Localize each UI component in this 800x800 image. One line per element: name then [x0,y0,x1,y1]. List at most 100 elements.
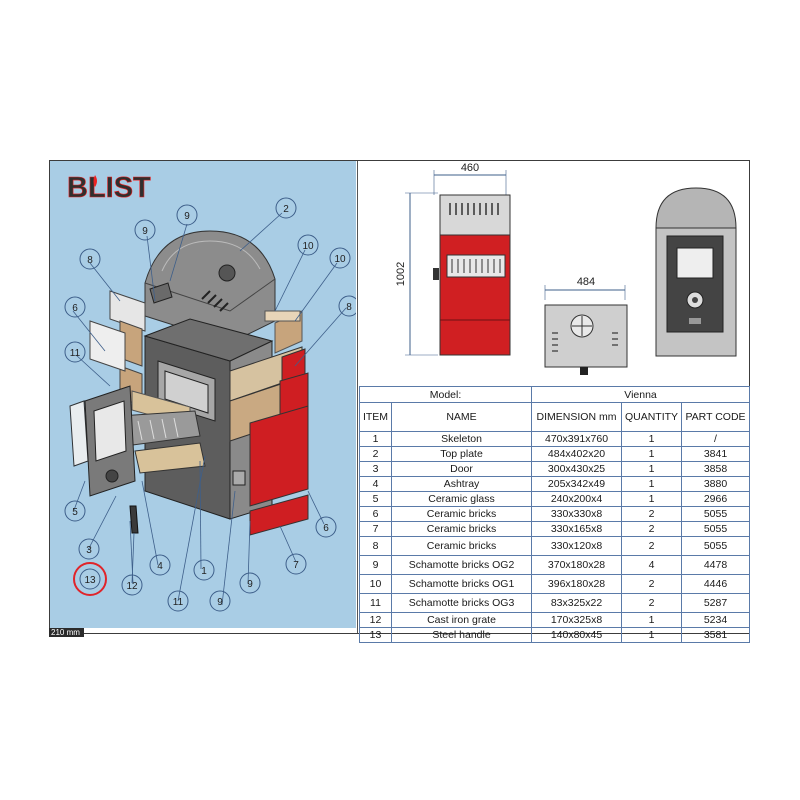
svg-text:7: 7 [293,560,299,571]
cell-name: Skeleton [390,431,533,447]
svg-text:6: 6 [72,303,78,314]
cell-item: 12 [359,612,392,628]
callout: 10 [297,234,319,256]
svg-text:12: 12 [126,581,138,592]
callout: 9 [209,590,231,612]
cell-quantity: 1 [621,476,683,492]
svg-text:5: 5 [72,507,78,518]
header-dimension: DIMENSION mm [531,402,623,432]
cell-item: 8 [359,536,392,556]
callout: 4 [149,554,171,576]
cell-part-code: 3858 [681,461,751,477]
cell-name: Schamotte bricks OG1 [390,574,533,594]
cell-dimension: 330x165x8 [531,521,623,537]
cell-part-code: 3880 [681,476,751,492]
callout: 6 [315,516,337,538]
cell-item: 9 [359,555,392,575]
cell-name: Door [390,461,533,477]
cell-part-code: 4446 [681,574,751,594]
header-name: NAME [390,402,533,432]
callout: 11 [64,341,86,363]
cell-name: Top plate [390,446,533,462]
cell-quantity: 2 [621,536,683,556]
callout: 8 [338,295,356,317]
cell-item: 5 [359,491,392,507]
bricks-left [89,290,146,407]
cell-quantity: 2 [621,574,683,594]
cell-quantity: 2 [621,593,683,613]
cell-dimension: 83x325x22 [531,593,623,613]
svg-text:9: 9 [142,226,148,237]
header-quantity: QUANTITY [621,402,683,432]
cell-quantity: 2 [621,521,683,537]
callout: 9 [176,204,198,226]
svg-text:9: 9 [184,211,190,222]
cell-part-code: 5287 [681,593,751,613]
cell-dimension: 330x330x8 [531,506,623,522]
cell-quantity: 1 [621,491,683,507]
header-item: ITEM [359,402,392,432]
callout: 5 [64,500,86,522]
cell-dimension: 484x402x20 [531,446,623,462]
cell-dimension: 240x200x4 [531,491,623,507]
cell-dimension: 205x342x49 [531,476,623,492]
cell-part-code: 3841 [681,446,751,462]
parts-table: Model: Vienna ITEM NAME DIMENSION mm QUA… [358,386,751,643]
svg-text:9: 9 [247,579,253,590]
cell-name: Ashtray [390,476,533,492]
door-part [69,385,136,497]
exploded-view-panel: BLIST [50,161,356,628]
cell-part-code: 2966 [681,491,751,507]
cell-dimension: 300x430x25 [531,461,623,477]
svg-text:9: 9 [217,597,223,608]
cell-part-code: 5055 [681,521,751,537]
cell-item: 1 [359,431,392,447]
grate-ashtray [119,410,206,474]
ceramic-bricks-red [229,346,309,536]
header-part-code: PART CODE [681,402,751,432]
cell-item: 6 [359,506,392,522]
callout: 3 [78,538,100,560]
cell-quantity: 1 [621,461,683,477]
scale-tab: 210 mm [49,628,84,637]
svg-text:6: 6 [323,523,329,534]
cell-name: Schamotte bricks OG2 [390,555,533,575]
steel-handle-part [129,505,139,534]
svg-text:3: 3 [86,545,92,556]
cell-item: 13 [359,627,392,643]
cell-dimension: 140x80x45 [531,627,623,643]
cell-dimension: 170x325x8 [531,612,623,628]
cell-dimension: 396x180x28 [531,574,623,594]
callout: 9 [239,572,261,594]
callout: 8 [79,248,101,270]
svg-text:13: 13 [84,575,96,586]
cell-item: 2 [359,446,392,462]
hood-part [144,230,276,344]
cell-item: 11 [359,593,392,613]
callout: 7 [285,553,307,575]
cell-quantity: 1 [621,446,683,462]
svg-text:2: 2 [283,204,289,215]
callout: 9 [134,219,156,241]
cell-name: Ceramic bricks [390,506,533,522]
cell-part-code: 5055 [681,506,751,522]
cell-name: Ceramic bricks [390,536,533,556]
callout: 2 [275,197,297,219]
cell-quantity: 1 [621,627,683,643]
cell-item: 4 [359,476,392,492]
cell-item: 10 [359,574,392,594]
callout-highlighted: 13 [73,562,107,596]
cell-name: Steel handle [390,627,533,643]
model-row: Model: Vienna [358,386,751,403]
callout: 10 [329,247,351,269]
svg-text:11: 11 [173,597,184,608]
cell-part-code: 3581 [681,627,751,643]
